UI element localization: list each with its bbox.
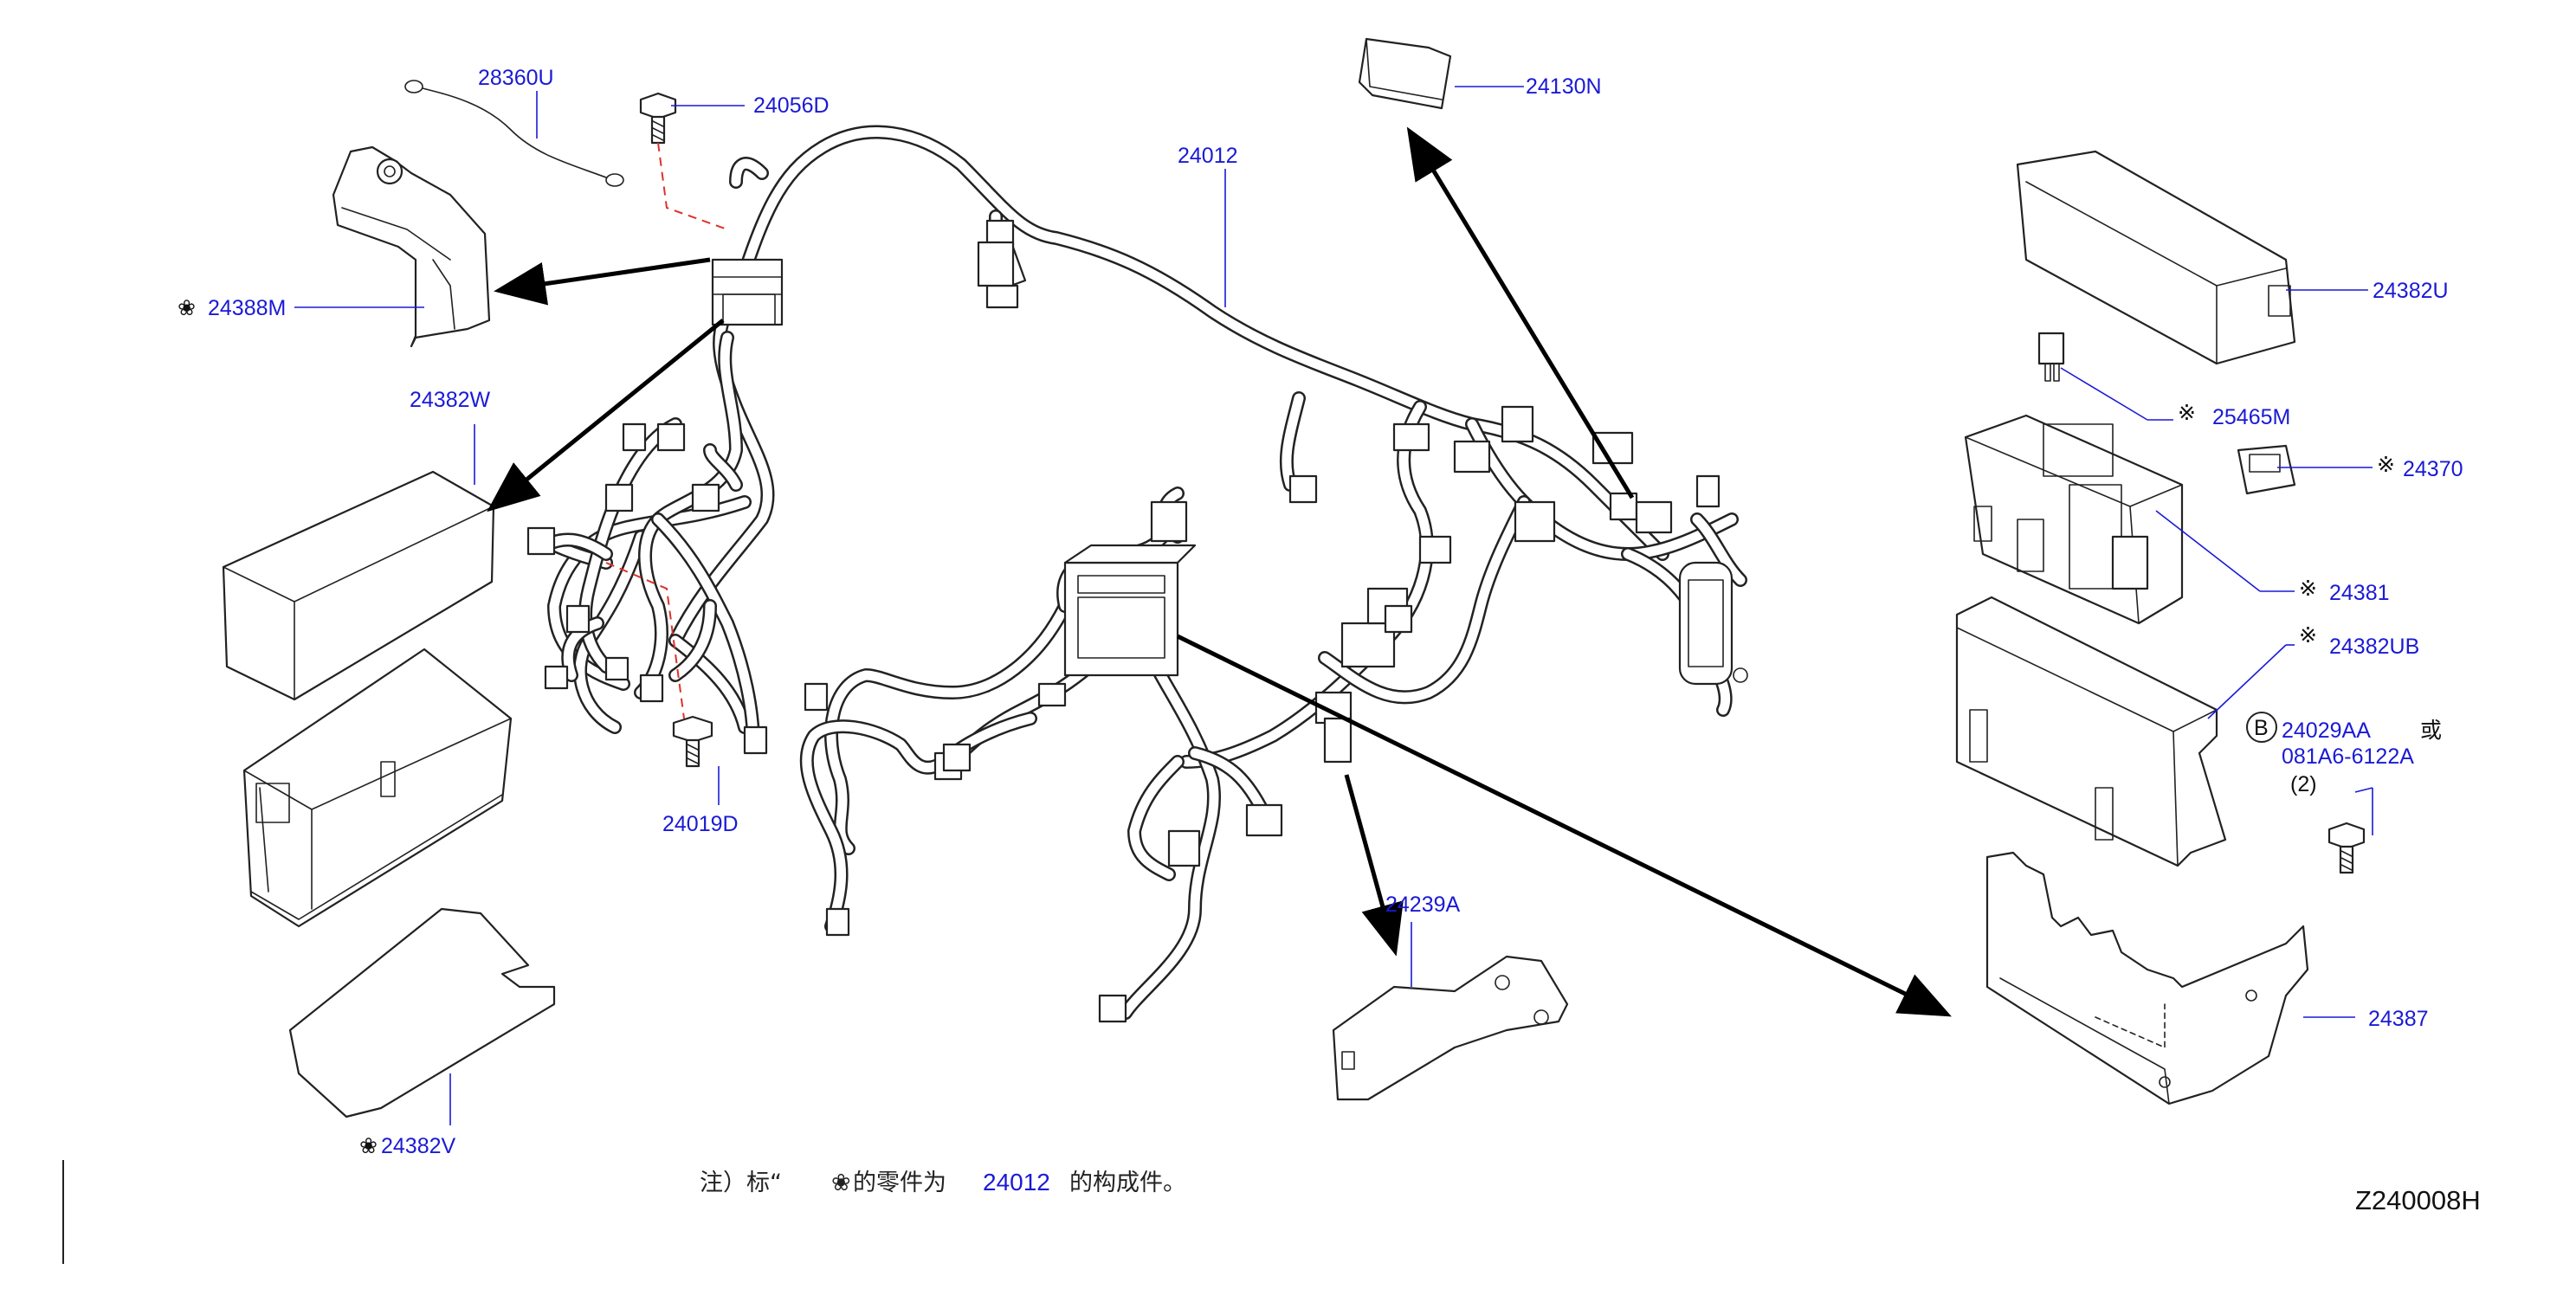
flower-mark-24382V: ❀ [359,1134,378,1158]
label-24239A: 24239A [1385,893,1461,917]
part-24382V-lower-cover [288,907,556,1118]
ref-mark-24370: ※ [2377,453,2395,477]
label-24382UB: 24382UB [2329,635,2419,659]
label-24029AA: 24029AA [2282,719,2371,743]
label-24370: 24370 [2403,457,2463,481]
note-prefix: 注）标“ [700,1170,782,1196]
part-24381-fuse-block [1964,414,2184,625]
part-24056D-bolt [639,92,677,145]
label-24382V: 24382V [381,1134,456,1158]
install-line-24019D [605,562,685,719]
label-24056D: 24056D [753,93,830,118]
part-28360U-ground-cable [404,80,624,187]
label-25465M: 25465M [2212,405,2290,429]
part-24370-fusible-link [2237,444,2296,495]
part-25465M-fuse [2037,332,2065,382]
label-24381: 24381 [2329,581,2390,605]
note-middle: 的零件为 [853,1170,946,1196]
part-24388M-bracket [332,145,491,348]
part-24130N-cap [1358,37,1452,110]
label-24382U: 24382U [2373,279,2449,303]
label-24388M: 24388M [208,296,286,320]
label-24130N: 24130N [1526,74,1602,99]
part-24029AA-bolt [2327,822,2366,874]
label-24382W: 24382W [410,388,491,412]
diagram-code: Z240008H [2355,1185,2481,1215]
label-24387: 24387 [2368,1007,2429,1031]
label-081A6-6122A: 081A6-6122A [2282,744,2414,769]
label-28360U: 28360U [478,66,554,90]
part-24019D-bolt [672,715,713,768]
part-24382W-fuse-box-cover [222,470,495,701]
ref-mark-25465M: ※ [2178,401,2196,425]
ref-mark-24381: ※ [2299,577,2317,601]
part-fuse-box-case-left [242,648,513,928]
circle-b-text: B [2254,716,2269,740]
part-24239A-bracket [1332,955,1569,1101]
note-flower-mark: ❀ [831,1170,851,1196]
part-24387-bracket [1985,851,2309,1105]
label-24019D: 24019D [662,812,739,836]
label-24012: 24012 [1178,144,1238,168]
quantity-label: (2) [2290,772,2317,796]
note-suffix: 的构成件。 [1069,1170,1186,1196]
part-24382U-cover [2016,150,2296,365]
circle-b-marker: B [2246,712,2277,743]
assembly-arrows [487,126,1952,1017]
install-line-24056D [657,142,728,230]
or-text: 或 [2420,718,2442,743]
note-part-number: 24012 [983,1169,1050,1196]
ref-mark-24382UB: ※ [2299,623,2317,648]
flower-mark-24388M: ❀ [178,296,196,320]
footnote: 注）标“ ❀ 的零件为 24012 的构成件。 [700,1169,1186,1196]
part-24382UB-case [1955,596,2227,867]
leader-lines [294,86,2373,1125]
